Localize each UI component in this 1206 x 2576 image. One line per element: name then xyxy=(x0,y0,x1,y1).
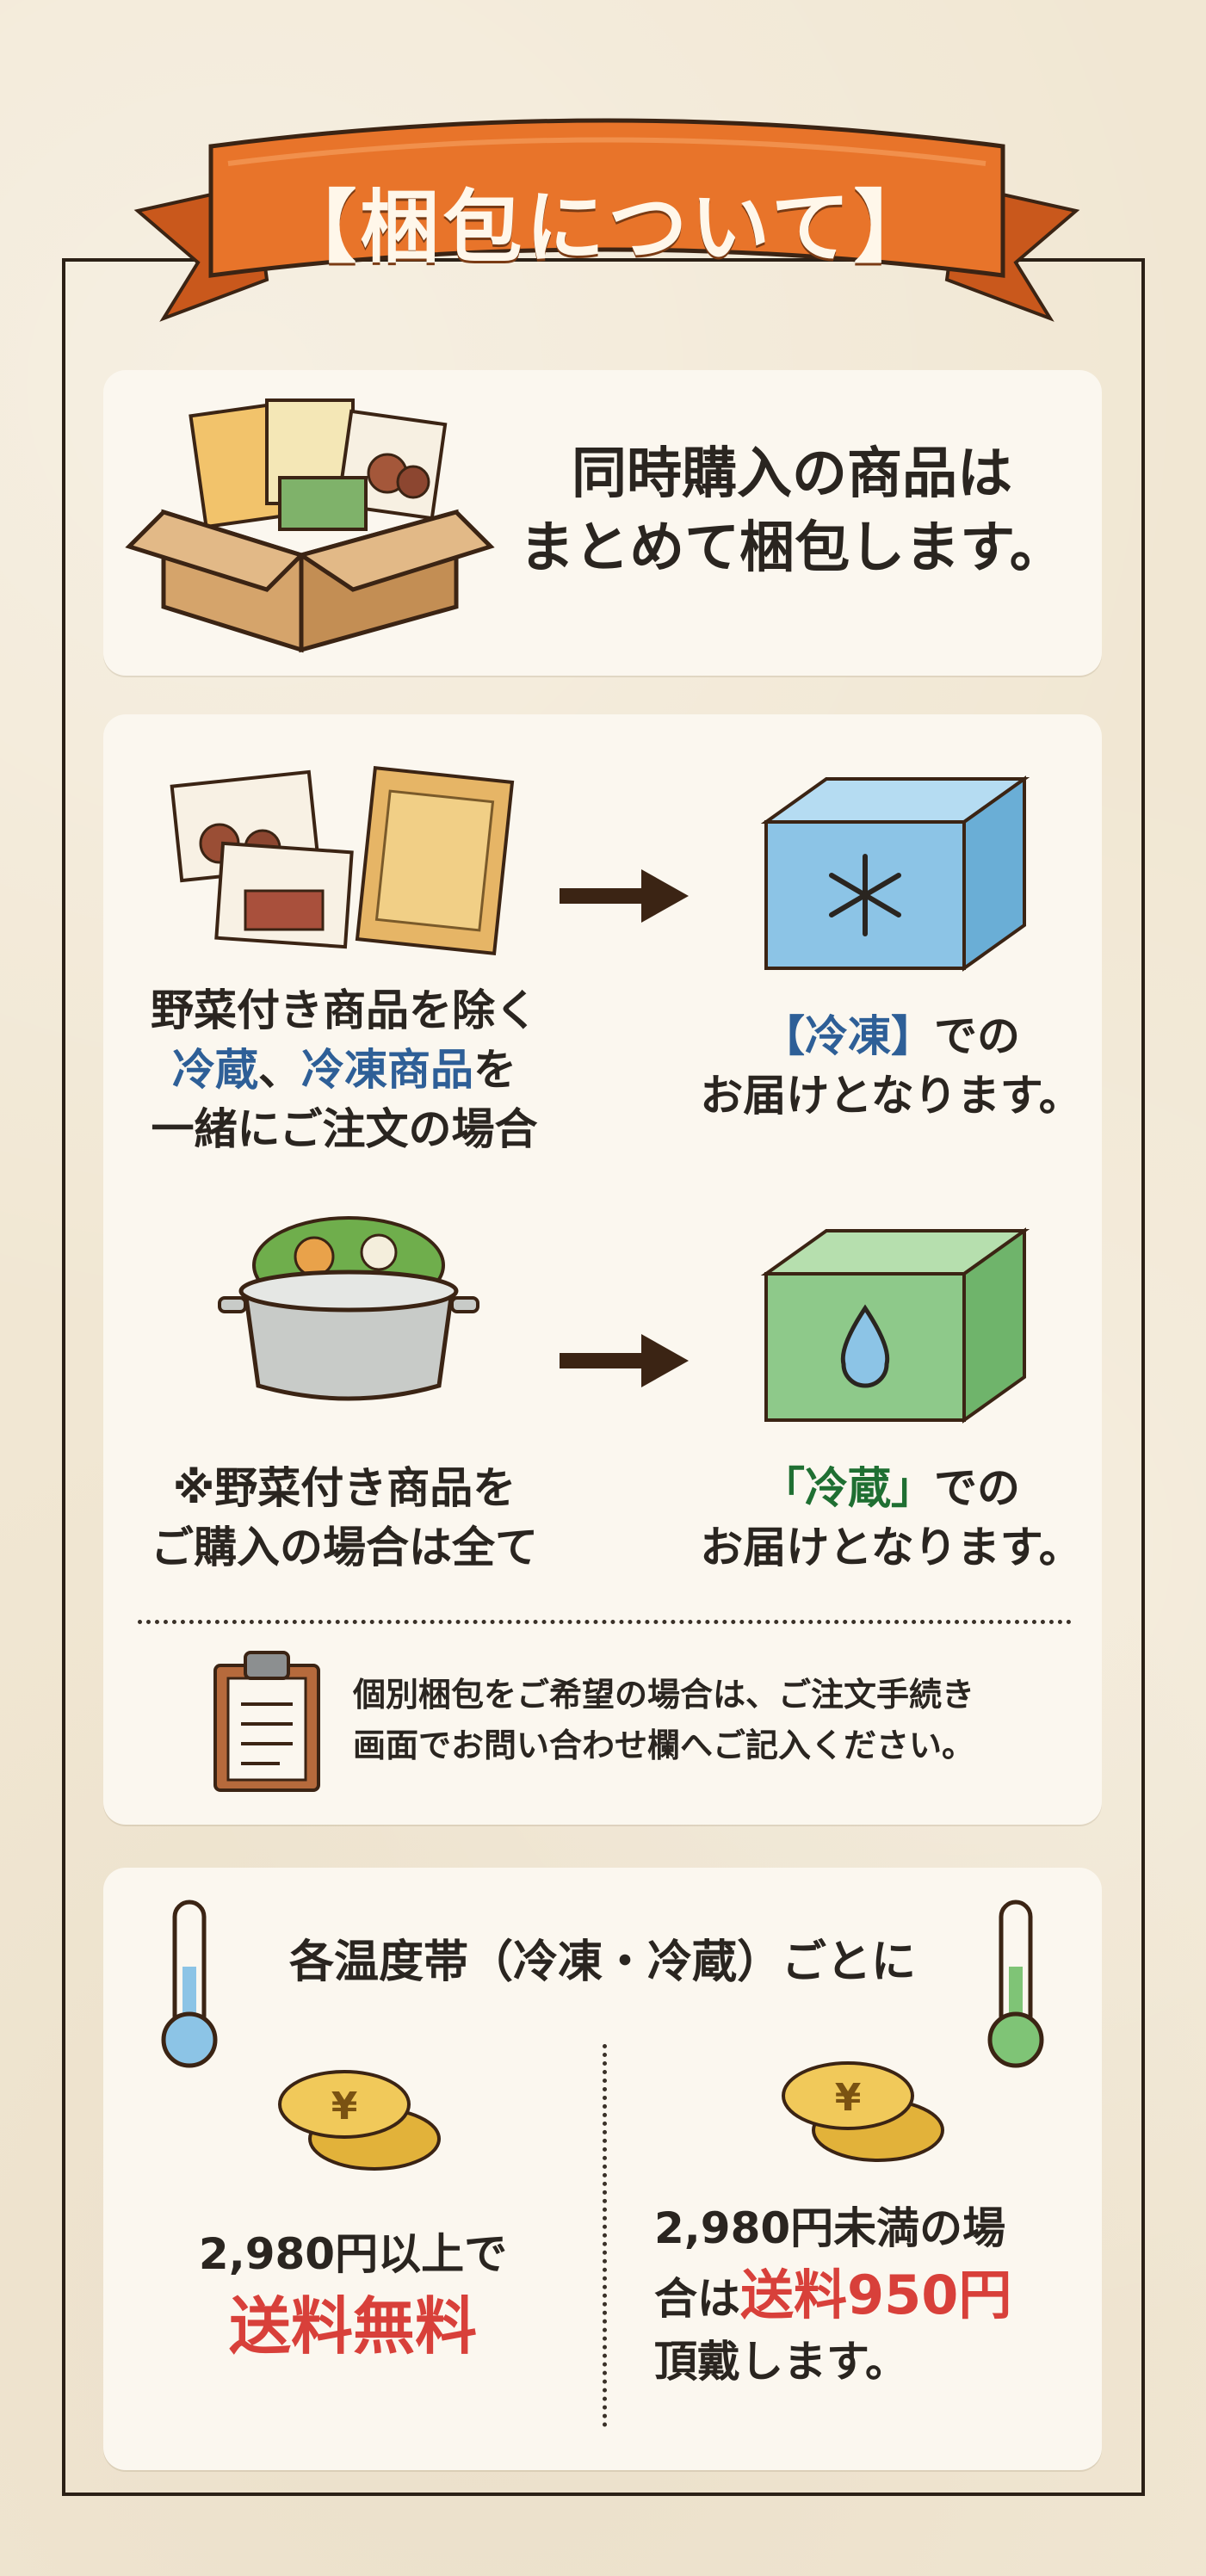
chilled-condition-line-2: ご購入の場合は全て xyxy=(151,1523,538,1572)
yen-symbol: ¥ xyxy=(835,2076,862,2120)
free-shipping-line-1: 2,980円以上で xyxy=(198,2229,508,2279)
note-line-2: 画面でお問い合わせ欄へご記入ください。 xyxy=(353,1726,975,1764)
clipboard-icon xyxy=(213,1651,320,1792)
frozen-result-line-2: お届けとなります。 xyxy=(700,1071,1082,1121)
frozen-condition-line-2: 冷蔵、冷凍商品を xyxy=(121,1041,568,1100)
chilled-result-line-1: 「冷蔵」での xyxy=(680,1459,1102,1518)
frozen-condition: 野菜付き商品を除く 冷蔵、冷凍商品を 一緒にご注文の場合 xyxy=(121,981,568,1159)
frozen-products-word: 冷凍商品 xyxy=(301,1045,473,1095)
title-banner: 【梱包について】 xyxy=(133,103,1080,361)
chilled-tag: 「冷蔵」 xyxy=(762,1463,934,1513)
arrow-icon xyxy=(560,1334,689,1387)
frozen-tag: 【冷凍】 xyxy=(762,1011,934,1061)
paid-shipping-condition: 2,980円未満の場 合は送料950円 頂戴します。 xyxy=(654,2199,1102,2392)
column-divider xyxy=(603,2044,607,2427)
yen-symbol: ¥ xyxy=(331,2085,358,2128)
yen-coins-icon: ¥ xyxy=(278,2070,441,2171)
page-title: 【梱包について】 xyxy=(277,182,937,274)
content-frame xyxy=(62,258,1145,2496)
shipping-fee-label: 送料950円 xyxy=(740,2264,1012,2326)
shipping-header: 各温度帯（冷凍・冷蔵）ごとに xyxy=(288,1937,916,1988)
bundle-line-2: まとめて梱包します。 xyxy=(519,516,1065,581)
meat-packages-illustration xyxy=(170,765,515,956)
chilled-condition-line-1: ※野菜付き商品を xyxy=(172,1463,516,1513)
vegetable-pot-illustration xyxy=(218,1216,479,1401)
arrow-icon xyxy=(560,869,689,923)
paid-shipping-line-2: 合は送料950円 xyxy=(654,2258,1102,2332)
individual-packaging-note: 個別梱包をご希望の場合は、ご注文手続き 画面でお問い合わせ欄へご記入ください。 xyxy=(353,1670,1085,1771)
ribbon-shape xyxy=(133,118,1080,322)
note-line-1: 個別梱包をご希望の場合は、ご注文手続き xyxy=(353,1676,975,1714)
bundle-line-1: 同時購入の商品は xyxy=(572,442,1012,506)
frozen-result-line-1: 【冷凍】での xyxy=(680,1007,1102,1066)
bundle-text: 同時購入の商品は まとめて梱包します。 xyxy=(508,437,1076,586)
chilled-result-line-2: お届けとなります。 xyxy=(700,1523,1082,1572)
yen-coins-icon: ¥ xyxy=(782,2061,944,2162)
cardboard-box-illustration xyxy=(125,398,495,653)
free-shipping-label: 送料無料 xyxy=(228,2290,477,2363)
frozen-suffix: での xyxy=(934,1011,1020,1061)
chilled-suffix: での xyxy=(934,1463,1020,1513)
frozen-result: 【冷凍】での お届けとなります。 xyxy=(680,1007,1102,1126)
chilled-result: 「冷蔵」での お届けとなります。 xyxy=(680,1459,1102,1578)
frozen-box-illustration xyxy=(760,775,1030,972)
free-shipping-condition: 2,980円以上で 送料無料 xyxy=(129,2225,577,2369)
particle-ha: 合は xyxy=(654,2274,740,2324)
chilled-box-illustration xyxy=(760,1227,1030,1424)
paid-shipping-line-3: 頂戴します。 xyxy=(654,2336,908,2387)
chilled-word: 冷蔵 xyxy=(172,1045,258,1095)
water-drop-icon xyxy=(840,1304,890,1388)
comma: 、 xyxy=(258,1045,301,1095)
thermometer-chilled-icon xyxy=(987,1900,1044,2068)
paid-shipping-line-1: 2,980円未満の場 xyxy=(654,2203,1006,2253)
particle-wo: を xyxy=(473,1045,516,1095)
section-divider xyxy=(138,1620,1072,1624)
frozen-condition-line-3: 一緒にご注文の場合 xyxy=(151,1104,538,1154)
frozen-condition-line-1: 野菜付き商品を除く xyxy=(151,985,538,1035)
thermometer-cold-icon xyxy=(161,1900,218,2068)
chilled-condition: ※野菜付き商品を ご購入の場合は全て xyxy=(121,1459,568,1578)
snowflake-icon xyxy=(829,854,901,936)
